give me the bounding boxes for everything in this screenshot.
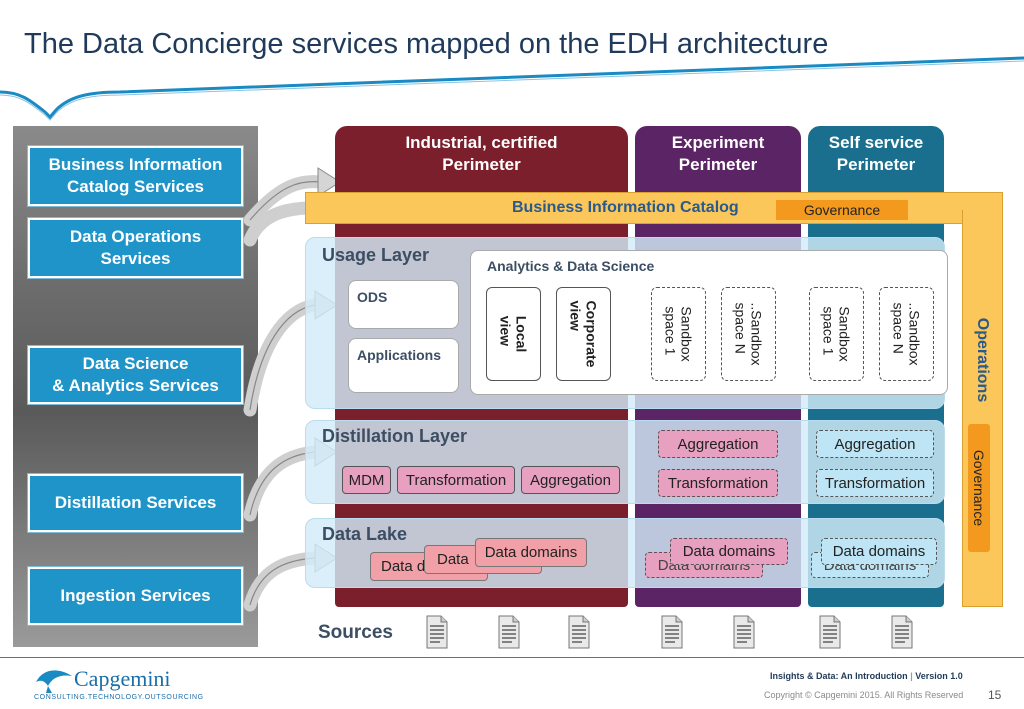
selfservice-perimeter-label: Self service Perimeter — [828, 133, 924, 174]
selfservice-data-domains-front: Data domains — [821, 538, 937, 565]
experiment-sandbox-1-box: Sandbox space 1 — [651, 287, 706, 381]
ods-label: ODS — [357, 289, 388, 305]
experiment-transformation-box: Transformation — [658, 469, 778, 497]
selfservice-sandbox-n-box: ..Sandbox space N — [879, 287, 934, 381]
footer-insights-title: Insights & Data: An Introduction — [770, 671, 908, 681]
experiment-aggregation-box: Aggregation — [658, 430, 778, 458]
experiment-data-domains-front: Data domains — [670, 538, 788, 565]
data-domains-box-front: Data domains — [475, 538, 587, 567]
footer-version: Version 1.0 — [915, 671, 963, 681]
footer-insights: Insights & Data: An Introduction | Versi… — [770, 671, 963, 681]
capgemini-tagline: CONSULTING.TECHNOLOGY.OUTSOURCING — [34, 694, 204, 701]
operations-governance-badge: Governance — [968, 424, 990, 552]
industrial-transformation-box: Transformation — [397, 466, 515, 494]
business-information-catalog-services: Business Information Catalog Services — [28, 146, 243, 206]
ingestion-services: Ingestion Services — [28, 567, 243, 625]
local-view-box: Local view — [486, 287, 541, 381]
sources-label: Sources — [318, 622, 393, 643]
data-science-analytics-services: Data Science & Analytics Services — [28, 346, 243, 404]
selfservice-transformation-box: Transformation — [816, 469, 934, 497]
source-documents — [426, 615, 913, 649]
operations-label: Operations — [974, 317, 992, 403]
data-lake-title: Data Lake — [322, 524, 408, 544]
applications-label: Applications — [357, 347, 442, 363]
header-wave-divider — [0, 56, 1024, 121]
analytics-data-science-title: Analytics & Data Science — [487, 258, 655, 274]
footer-copyright: Copyright © Capgemini 2015. All Rights R… — [764, 690, 964, 700]
selfservice-sandbox-1-box: Sandbox space 1 — [809, 287, 864, 381]
applications-box: Applications — [348, 338, 459, 393]
corporate-view-box: Corporate view — [556, 287, 611, 381]
capgemini-logo-text: Capgemini — [74, 666, 171, 691]
selfservice-aggregation-box: Aggregation — [816, 430, 934, 458]
distillation-layer-title: Distillation Layer — [322, 426, 468, 446]
page-number: 15 — [988, 688, 1002, 702]
experiment-sandbox-n-box: ..Sandbox space N — [721, 287, 776, 381]
experiment-perimeter-label: Experiment Perimeter — [671, 133, 765, 174]
data-operations-services: Data Operations Services — [28, 218, 243, 278]
footer-divider — [0, 657, 1024, 658]
mdm-box: MDM — [342, 466, 391, 494]
distillation-services: Distillation Services — [28, 474, 243, 532]
capgemini-spade-icon — [36, 670, 72, 693]
page-title: The Data Concierge services mapped on th… — [24, 28, 829, 60]
catalog-governance-badge: Governance — [776, 200, 908, 220]
analytics-data-science-box — [470, 250, 948, 395]
ods-box: ODS — [348, 280, 459, 329]
industrial-aggregation-box: Aggregation — [521, 466, 620, 494]
catalog-label: Business Information Catalog — [512, 199, 739, 216]
industrial-perimeter-label: Industrial, certified Perimeter — [405, 133, 558, 174]
usage-layer-title: Usage Layer — [322, 245, 430, 265]
